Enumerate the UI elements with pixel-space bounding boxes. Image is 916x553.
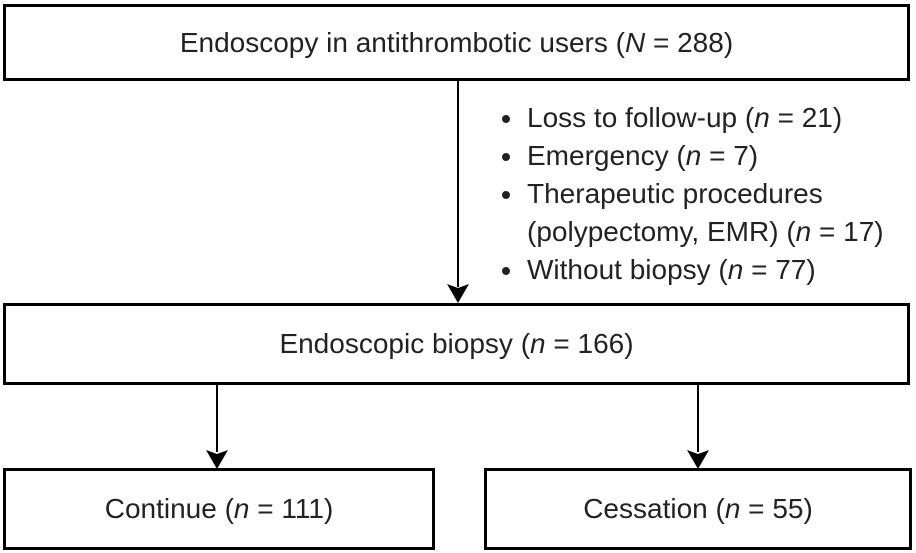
exclusion-item-therapeutic-procedures: Therapeutic procedures (polypectomy, EMR…: [525, 175, 916, 251]
arrow-down-icon: [687, 450, 709, 469]
box-endoscopic-biopsy: Endoscopic biopsy (n = 166): [3, 303, 910, 385]
arrow-middle-to-continue-stem: [216, 385, 218, 452]
arrow-middle-to-cessation-stem: [697, 385, 699, 452]
box-continue: Continue (n = 111): [3, 468, 435, 550]
stat-symbol: n: [233, 493, 250, 525]
box-cessation: Cessation (n = 55): [484, 468, 912, 550]
box-label-text: Cessation (: [583, 493, 725, 525]
box-label-text: = 55): [740, 493, 813, 525]
stat-symbol: n: [795, 216, 812, 247]
stat-symbol: n: [685, 140, 702, 171]
stat-symbol: n: [530, 328, 546, 360]
box-label-text: Endoscopic biopsy (: [279, 328, 531, 360]
exclusion-item-emergency: Emergency (n = 7): [525, 137, 916, 175]
exclusion-list: Loss to follow-up (n = 21) Emergency (n …: [487, 99, 916, 289]
box-label: Endoscopic biopsy (n = 166): [279, 327, 633, 361]
box-label-text: Endoscopy in antithrombotic users (: [179, 26, 625, 58]
exclusion-text: Loss to follow-up (: [527, 102, 755, 133]
exclusion-item-loss-to-follow-up: Loss to follow-up (n = 21): [525, 99, 916, 137]
box-label: Endoscopy in antithrombotic users (N = 2…: [180, 26, 733, 60]
stat-symbol: n: [724, 493, 741, 525]
box-label-text: Continue (: [104, 493, 234, 525]
arrow-down-icon: [206, 450, 228, 469]
box-label-text: = 111): [249, 493, 334, 525]
stat-symbol: n: [754, 102, 770, 133]
box-label: Continue (n = 111): [105, 492, 334, 526]
exclusion-text: = 21): [769, 102, 843, 133]
stat-symbol: N: [624, 26, 646, 58]
arrow-down-icon: [447, 284, 469, 303]
box-label-text: = 288): [645, 26, 734, 58]
exclusion-text: Without biopsy (: [527, 254, 728, 285]
exclusion-text: = 77): [743, 254, 816, 285]
box-label-text: = 166): [545, 328, 634, 360]
box-label: Cessation (n = 55): [583, 492, 813, 526]
exclusion-text: = 17): [811, 216, 884, 247]
exclusion-text: Therapeutic procedures (polypectomy, EMR…: [527, 178, 823, 247]
arrow-top-to-middle-stem: [457, 81, 459, 287]
exclusion-text: = 7): [701, 140, 759, 171]
stat-symbol: n: [727, 254, 744, 285]
exclusion-item-without-biopsy: Without biopsy (n = 77): [525, 251, 916, 289]
box-endoscopy-antithrombotic-users: Endoscopy in antithrombotic users (N = 2…: [3, 4, 910, 81]
exclusion-text: Emergency (: [527, 140, 686, 171]
